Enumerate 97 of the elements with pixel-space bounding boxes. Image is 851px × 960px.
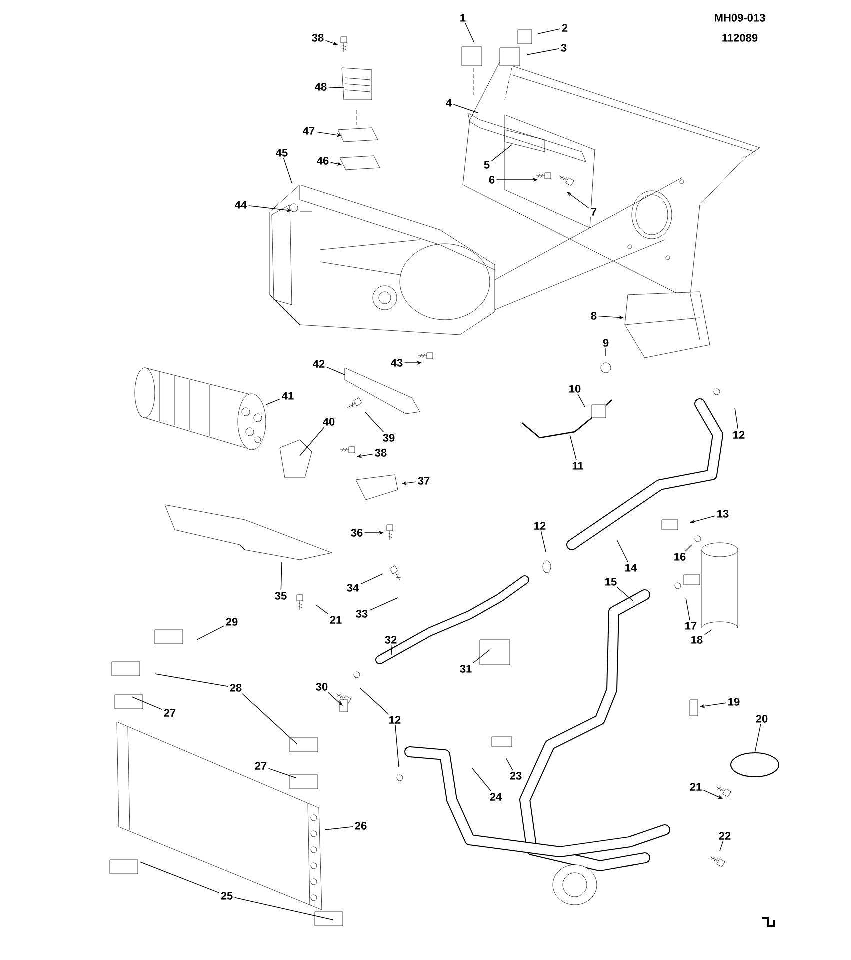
callout-number: 33 xyxy=(354,608,370,620)
leader-line xyxy=(734,408,739,430)
leader-line xyxy=(266,398,281,406)
callout-number: 13 xyxy=(715,508,731,520)
leader-line xyxy=(538,28,561,34)
callout-number: 16 xyxy=(672,552,688,562)
leader-line xyxy=(395,725,400,768)
callout-number: 2 xyxy=(560,22,570,34)
callout-number: 15 xyxy=(603,576,619,588)
callout-number: 29 xyxy=(224,616,240,628)
leader-line xyxy=(132,696,163,710)
callout-number: 27 xyxy=(162,708,178,718)
leader-line xyxy=(472,768,492,792)
callout-number: 18 xyxy=(689,634,705,646)
leader-line xyxy=(242,693,298,744)
leader-line xyxy=(704,630,712,636)
leader-line xyxy=(316,604,329,615)
callout-number: 9 xyxy=(601,338,611,348)
leader-line xyxy=(617,587,634,602)
callout-number: 12 xyxy=(532,520,548,532)
callout-number: 28 xyxy=(228,682,244,694)
callout-number: 32 xyxy=(383,634,399,646)
leader-line xyxy=(234,897,334,920)
leader-line xyxy=(491,144,512,162)
leader-line xyxy=(369,598,398,611)
leader-line xyxy=(360,574,384,585)
leader-line xyxy=(328,87,344,88)
callout-number: 39 xyxy=(381,432,397,444)
leader-line xyxy=(391,645,392,656)
drawing-number: 112089 xyxy=(722,34,758,42)
callout-number: 7 xyxy=(589,206,599,218)
leader-line xyxy=(196,626,225,640)
leader-line xyxy=(720,841,724,852)
callout-number: 12 xyxy=(387,714,403,726)
callout-number: 21 xyxy=(328,614,344,626)
leader-line xyxy=(686,598,690,621)
drawing-number: MH09-013 xyxy=(715,14,766,22)
leader-line xyxy=(284,158,292,184)
leader-line xyxy=(754,724,762,754)
callout-number: 42 xyxy=(311,358,327,370)
callout-number: 38 xyxy=(310,32,326,44)
callout-number: 47 xyxy=(301,126,317,136)
callout-number: 17 xyxy=(683,620,699,632)
callout-number: 41 xyxy=(280,390,296,402)
callout-number: 37 xyxy=(416,476,432,486)
callout-number: 1 xyxy=(458,12,468,24)
leader-line xyxy=(326,366,346,376)
callout-number: 10 xyxy=(567,384,583,394)
callout-number: 44 xyxy=(233,200,249,210)
callout-number: 35 xyxy=(273,590,289,602)
callout-number: 30 xyxy=(314,682,330,692)
leader-line xyxy=(328,692,343,706)
callout-number: 36 xyxy=(349,528,365,538)
leader-line xyxy=(465,23,474,42)
leader-line xyxy=(578,394,586,408)
callout-number: 22 xyxy=(717,830,733,842)
callout-number: 40 xyxy=(321,416,337,428)
callout-number: 34 xyxy=(345,582,361,594)
callout-number: 11 xyxy=(570,460,586,472)
leader-line xyxy=(140,862,220,894)
callout-number: 26 xyxy=(353,820,369,832)
callout-number: 14 xyxy=(623,562,639,574)
leader-line xyxy=(453,104,478,114)
callout-number: 38 xyxy=(373,448,389,458)
callout-number: 19 xyxy=(726,696,742,708)
leader-line xyxy=(472,650,490,664)
callout-number: 20 xyxy=(754,714,770,724)
callout-number: 3 xyxy=(559,42,569,54)
callout-number: 48 xyxy=(313,82,329,92)
callout-number: 21 xyxy=(688,782,704,792)
leader-line xyxy=(685,544,692,552)
callout-number: 31 xyxy=(458,664,474,674)
callout-number: 27 xyxy=(253,760,269,772)
callout-number: 25 xyxy=(219,890,235,902)
leader-line xyxy=(268,768,296,778)
leader-line xyxy=(280,562,282,591)
leader-line xyxy=(526,48,560,56)
leader-line xyxy=(567,192,590,209)
callout-number: 5 xyxy=(482,160,492,170)
callout-number: 6 xyxy=(487,174,497,186)
callout-number: 24 xyxy=(488,792,504,802)
leader-line xyxy=(364,412,384,433)
leader-line xyxy=(540,531,546,552)
leader-line xyxy=(154,674,229,687)
callout-number: 8 xyxy=(589,310,599,322)
callout-number: 12 xyxy=(731,430,747,440)
callout-number: 43 xyxy=(389,358,405,368)
callout-number: 45 xyxy=(274,148,290,158)
leader-line xyxy=(300,427,325,456)
callout-number: 4 xyxy=(444,98,454,108)
leader-line xyxy=(360,688,390,715)
callout-number: 23 xyxy=(508,770,524,782)
leader-line xyxy=(506,758,514,771)
leader-line xyxy=(616,540,629,563)
leader-line xyxy=(570,434,577,461)
leader-line xyxy=(324,826,354,830)
callout-number: 46 xyxy=(315,156,331,166)
